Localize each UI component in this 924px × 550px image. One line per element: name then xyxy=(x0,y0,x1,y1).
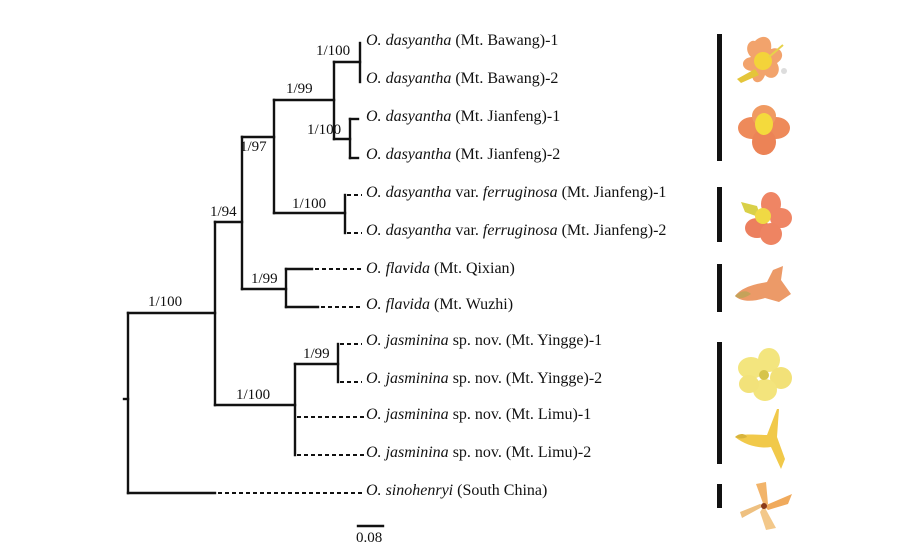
support-bawang: 1/100 xyxy=(316,43,350,59)
support-dasy-flavida: 1/94 xyxy=(210,204,237,220)
tip-locality: (Mt. Jianfeng)-1 xyxy=(557,184,667,201)
tip-locality: (Mt. Wuzhi) xyxy=(430,296,514,313)
tip-infraspecific-epithet: ferruginosa xyxy=(482,184,558,201)
tip-epithet: dasyantha xyxy=(385,222,452,239)
clade-bar-flavida xyxy=(717,264,722,312)
clade-bar-dasyantha xyxy=(717,34,722,161)
support-dasy-all: 1/97 xyxy=(240,139,267,155)
tip-rank: sp. nov. xyxy=(448,444,502,461)
tip-genus: O. xyxy=(366,222,382,239)
tip-epithet: dasyantha xyxy=(385,146,452,163)
tip-label: O. flavida (Mt. Wuzhi) xyxy=(366,296,513,314)
tip-rank: var. xyxy=(451,184,483,201)
tip-genus: O. xyxy=(366,70,382,87)
flower-ferruginosa-image xyxy=(741,192,792,245)
tip-infraspecific-epithet: ferruginosa xyxy=(482,222,558,239)
tip-label: O. dasyantha (Mt. Jianfeng)-2 xyxy=(366,146,560,164)
tip-epithet: sinohenryi xyxy=(385,482,454,499)
tip-epithet: jasminina xyxy=(385,370,449,387)
tip-genus: O. xyxy=(366,332,382,349)
clade-bar-jasminina xyxy=(717,342,722,464)
tip-locality: (Mt. Limu)-2 xyxy=(501,444,592,461)
support-ferruginosa: 1/100 xyxy=(292,196,326,212)
clade-bar-sinohenryi xyxy=(717,484,722,508)
tip-epithet: flavida xyxy=(385,260,430,277)
support-flavida: 1/99 xyxy=(251,271,278,287)
tip-epithet: flavida xyxy=(385,296,430,313)
tip-genus: O. xyxy=(366,146,382,163)
clade-bar-ferruginosa xyxy=(717,187,722,242)
tip-label: O. sinohenryi (South China) xyxy=(366,482,547,500)
tip-rank: sp. nov. xyxy=(448,332,502,349)
tip-genus: O. xyxy=(366,370,382,387)
tip-genus: O. xyxy=(366,406,382,423)
tip-locality: (Mt. Yingge)-1 xyxy=(501,332,603,349)
tip-genus: O. xyxy=(366,482,382,499)
tip-epithet: jasminina xyxy=(385,332,449,349)
tip-rank: sp. nov. xyxy=(448,406,502,423)
tip-rank: sp. nov. xyxy=(448,370,502,387)
tip-genus: O. xyxy=(366,296,382,313)
flower-flavida-image xyxy=(735,266,791,302)
flower-sinohenryi-image xyxy=(740,482,792,530)
flower-dasyantha-jianfeng-image xyxy=(738,105,790,155)
tip-epithet: dasyantha xyxy=(385,108,452,125)
tip-locality: (Mt. Limu)-1 xyxy=(501,406,592,423)
tip-genus: O. xyxy=(366,444,382,461)
tip-locality: (Mt. Qixian) xyxy=(430,260,515,277)
support-jianfeng: 1/100 xyxy=(307,122,341,138)
tip-locality: (South China) xyxy=(453,482,548,499)
tip-label: O. dasyantha var. ferruginosa (Mt. Jianf… xyxy=(366,222,666,240)
tip-epithet: dasyantha xyxy=(385,32,452,49)
tip-label: O. dasyantha var. ferruginosa (Mt. Jianf… xyxy=(366,184,666,202)
scale-bar-label: 0.08 xyxy=(356,530,383,546)
support-dasy-typical: 1/99 xyxy=(286,81,313,97)
tip-label: O. dasyantha (Mt. Bawang)-2 xyxy=(366,70,558,88)
tip-label: O. jasminina sp. nov. (Mt. Limu)-2 xyxy=(366,444,591,462)
tip-genus: O. xyxy=(366,32,382,49)
tip-label: O. jasminina sp. nov. (Mt. Yingge)-2 xyxy=(366,370,602,388)
tip-epithet: dasyantha xyxy=(385,184,452,201)
tip-genus: O. xyxy=(366,184,382,201)
tip-locality: (Mt. Jianfeng)-2 xyxy=(557,222,667,239)
tip-epithet: dasyantha xyxy=(385,70,452,87)
tip-locality: (Mt. Bawang)-2 xyxy=(451,70,559,87)
support-jasminina: 1/100 xyxy=(236,387,270,403)
tip-locality: (Mt. Jianfeng)-1 xyxy=(451,108,561,125)
tip-locality: (Mt. Bawang)-1 xyxy=(451,32,559,49)
tip-epithet: jasminina xyxy=(385,444,449,461)
flower-jasminina-limu-image xyxy=(735,409,785,469)
tip-label: O. dasyantha (Mt. Bawang)-1 xyxy=(366,32,558,50)
tip-genus: O. xyxy=(366,108,382,125)
tip-genus: O. xyxy=(366,260,382,277)
flower-jasminina-yingge-image xyxy=(738,348,792,401)
flower-dasyantha-bawang-image xyxy=(737,36,787,83)
tip-locality: (Mt. Jianfeng)-2 xyxy=(451,146,561,163)
support-yingge: 1/99 xyxy=(303,346,330,362)
tip-label: O. dasyantha (Mt. Jianfeng)-1 xyxy=(366,108,560,126)
tip-label: O. flavida (Mt. Qixian) xyxy=(366,260,515,278)
tip-locality: (Mt. Yingge)-2 xyxy=(501,370,603,387)
tip-label: O. jasminina sp. nov. (Mt. Yingge)-1 xyxy=(366,332,602,350)
tip-rank: var. xyxy=(451,222,483,239)
tip-epithet: jasminina xyxy=(385,406,449,423)
tip-label: O. jasminina sp. nov. (Mt. Limu)-1 xyxy=(366,406,591,424)
support-root-ingroup: 1/100 xyxy=(148,294,182,310)
